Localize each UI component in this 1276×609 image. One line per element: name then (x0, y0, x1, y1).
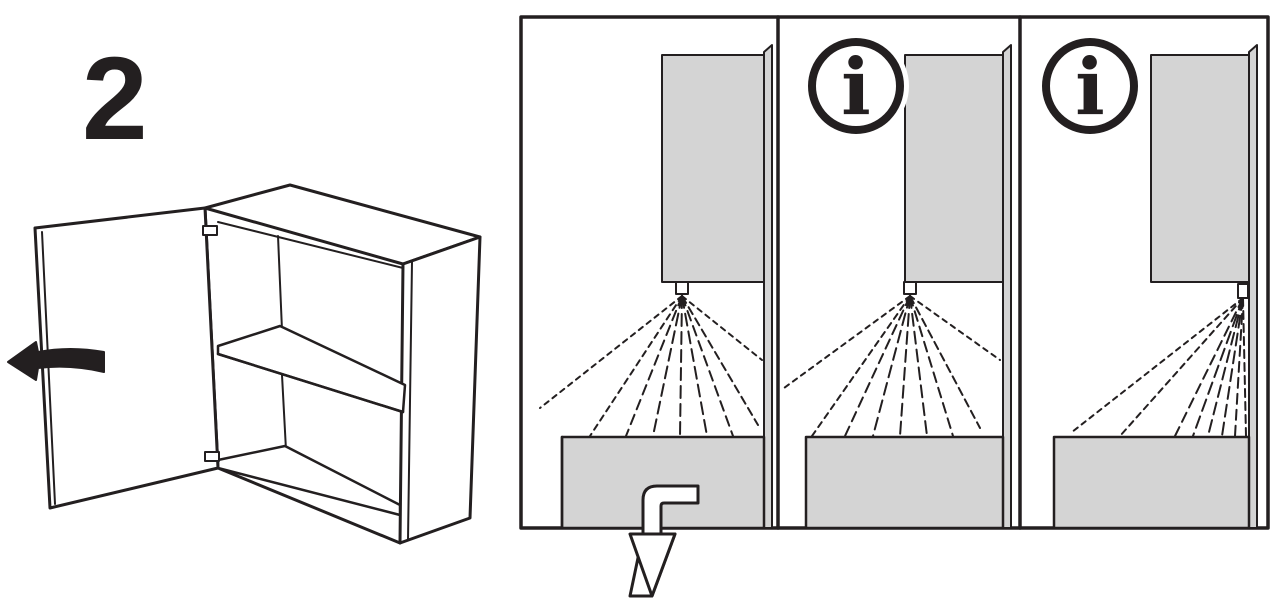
panel-1-cabinet (661, 54, 765, 283)
info-letter: i (841, 42, 871, 133)
info-icon: i (1037, 33, 1143, 139)
panel-1-wall (763, 44, 773, 529)
panel-2-wall (1002, 44, 1012, 529)
panel-3-light-rays (1071, 297, 1247, 437)
panel-2-light (903, 281, 917, 295)
cabinet-shelf (216, 324, 407, 414)
down-arrow-icon (628, 484, 700, 598)
panel-1-light-rays (539, 295, 763, 437)
panel-2-light-rays (783, 295, 1001, 437)
panel-3-wall (1248, 44, 1258, 529)
open-door-arrow-icon (7, 341, 105, 381)
panel-3: i (1037, 33, 1258, 530)
info-icon: i (803, 33, 909, 139)
panel-2-cabinet (904, 54, 1004, 283)
panel-3-cabinet (1150, 54, 1250, 283)
step-number: 2 (82, 33, 148, 165)
panel-1-light (675, 281, 689, 295)
lighting-panels: i i (519, 15, 1270, 598)
panel-3-light (1237, 283, 1249, 299)
info-letter: i (1075, 42, 1105, 133)
hinge-top (202, 225, 218, 236)
cabinet-side (398, 235, 482, 545)
cabinet-illustration (7, 183, 482, 545)
panel-2-counter (804, 435, 1005, 530)
panel-1 (539, 44, 773, 598)
panel-3-counter (1052, 435, 1251, 530)
panel-1-counter (560, 435, 766, 530)
panel-2: i (783, 33, 1012, 530)
hinge-bottom (204, 451, 220, 462)
cabinet-door (33, 206, 220, 510)
